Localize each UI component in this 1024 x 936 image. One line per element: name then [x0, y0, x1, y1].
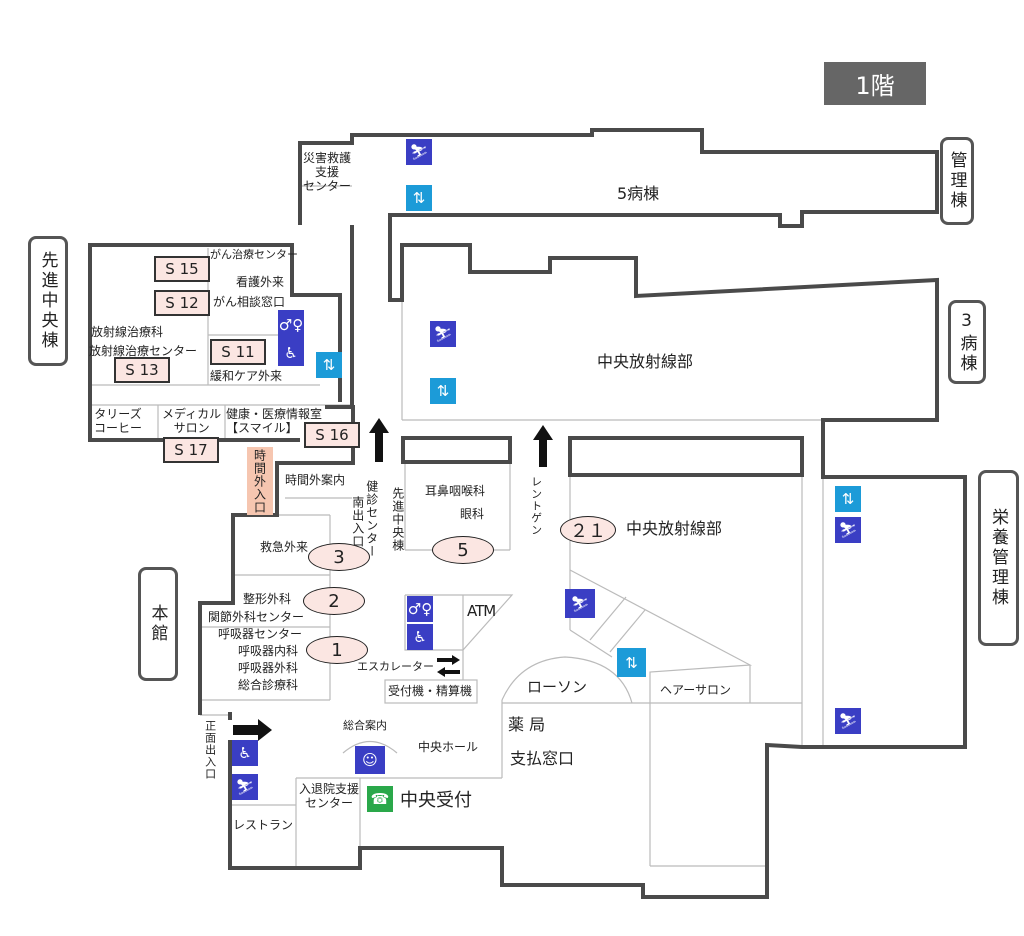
room-houshasen-center: 放射線治療センター	[89, 344, 198, 358]
room-byoto-5: 5病棟	[617, 184, 660, 203]
room-joint-surgery: 関節外科センター	[208, 610, 305, 624]
main-entrance-label: 正面出入口	[203, 720, 217, 780]
room-after-hours-info: 時間外案内	[285, 473, 346, 487]
central-reception: 中央受付	[400, 790, 472, 811]
toilet-icon: ♂♀	[407, 596, 433, 622]
room-pharmacy: 薬 局	[508, 715, 546, 734]
block-21: ２１	[560, 516, 616, 544]
room-respiratory-center: 呼吸器センター	[218, 627, 303, 641]
restaurant: レストラン	[233, 818, 294, 832]
stairs-icon: ⛷	[406, 139, 432, 165]
room-tullys: タリーズコーヒー	[94, 407, 143, 436]
admission-line: センター	[305, 795, 354, 810]
elevator-icon: ⇅	[406, 185, 432, 211]
room-kanwa-care: 緩和ケア外来	[210, 369, 283, 383]
phone-icon: ☎	[367, 786, 393, 812]
room-admission-support: 入退院支援センター	[299, 782, 360, 811]
room-number-s17: S 17	[163, 437, 219, 463]
stairs-icon: ⛷	[835, 708, 861, 734]
room-number-s11: S 11	[210, 339, 266, 365]
room-saigai: 災害救護 支援 センター	[302, 151, 352, 193]
building-byoto-3: 3病棟	[948, 300, 986, 384]
room-respiratory-surgery: 呼吸器外科	[238, 661, 299, 675]
room-number-s15: S 15	[154, 256, 210, 282]
block-5: 5	[432, 536, 494, 564]
shop-lawson: ローソン	[527, 678, 588, 696]
elevator-icon: ⇅	[835, 486, 861, 512]
room-jibi: 耳鼻咽喉科	[425, 484, 486, 498]
building-senshin-chuo: 先進中央棟	[28, 236, 68, 366]
room-payment: 支払窓口	[510, 749, 575, 768]
room-kango: 看護外来	[236, 275, 285, 289]
stairs-icon: ⛷	[565, 589, 595, 618]
room-medical-salon: メディカルサロン	[162, 407, 222, 436]
escalator-label: エスカレーター	[357, 660, 434, 673]
block-2: 2	[303, 587, 365, 615]
tullys-line: コーヒー	[94, 420, 143, 435]
south-entrance-label: 南出入口	[350, 496, 365, 548]
wheelchair-icon: ♿	[278, 340, 304, 366]
elevator-icon: ⇅	[617, 648, 646, 677]
kenshin-center-label: 健診センター	[364, 480, 379, 558]
wheelchair-icon: ♿	[407, 624, 433, 650]
after-hours-entrance-label: 時間外入口	[252, 448, 267, 514]
room-central-radiology: 中央放射線部	[597, 352, 694, 371]
direction-arrows	[233, 418, 553, 741]
stairs-icon: ⛷	[232, 774, 258, 800]
room-orthopedics: 整形外科	[243, 592, 292, 606]
building-honkan: 本館	[138, 567, 178, 681]
room-number-s16: S 16	[304, 422, 360, 448]
after-hours-entrance[interactable]: 時間外入口	[247, 447, 273, 515]
room-number-s12: S 12	[154, 290, 210, 316]
xray-label: レントゲン	[529, 476, 543, 536]
room-kenkou-info: 健康・医療情報室【スマイル】	[226, 407, 323, 436]
reception-machines: 受付機・精算機	[388, 684, 473, 698]
room-respiratory-internal: 呼吸器内科	[238, 644, 299, 658]
stairs-icon: ⛷	[430, 321, 456, 347]
info-desk-label: 総合案内	[343, 719, 387, 732]
medical-line: メディカル	[162, 407, 222, 421]
room-houshasen-ka: 放射線治療科	[91, 325, 164, 339]
block-1: 1	[306, 636, 368, 664]
room-general-medicine: 総合診療科	[238, 678, 299, 692]
medical-line: サロン	[173, 420, 210, 435]
room-gan-center: がん治療センター	[210, 248, 298, 261]
kenkou-line: 【スマイル】	[226, 420, 298, 435]
room-gan-soudan: がん相談窓口	[213, 295, 286, 309]
toilet-icon: ♂♀	[278, 310, 304, 340]
block-3: 3	[308, 543, 370, 571]
building-kanri: 管理棟	[940, 137, 974, 225]
room-saigai-line: 災害救護	[302, 151, 351, 165]
central-hall: 中央ホール	[418, 740, 479, 754]
atm: ATM	[467, 602, 496, 620]
senshin-direction-label: 先進中央棟	[390, 487, 405, 552]
elevator-icon: ⇅	[316, 352, 342, 378]
room-saigai-line: センター	[302, 178, 351, 193]
admission-line: 入退院支援	[299, 782, 360, 796]
room-saigai-line: 支援	[314, 164, 339, 179]
information-desk-icon: ☺	[355, 746, 385, 774]
building-eiyo-kanri: 栄養管理棟	[978, 470, 1019, 646]
shop-hair-salon: ヘアーサロン	[660, 683, 732, 697]
stairs-icon: ⛷	[835, 517, 861, 543]
elevator-icon: ⇅	[430, 378, 456, 404]
room-number-s13: S 13	[114, 357, 170, 383]
room-emergency: 救急外来	[260, 540, 309, 554]
tullys-line: タリーズ	[94, 407, 142, 421]
kenkou-line: 健康・医療情報室	[226, 407, 323, 421]
floor-label: 1階	[824, 62, 926, 105]
room-central-radiology-21: 中央放射線部	[626, 519, 723, 538]
room-ganka: 眼科	[460, 507, 485, 521]
wheelchair-icon: ♿	[232, 740, 258, 766]
